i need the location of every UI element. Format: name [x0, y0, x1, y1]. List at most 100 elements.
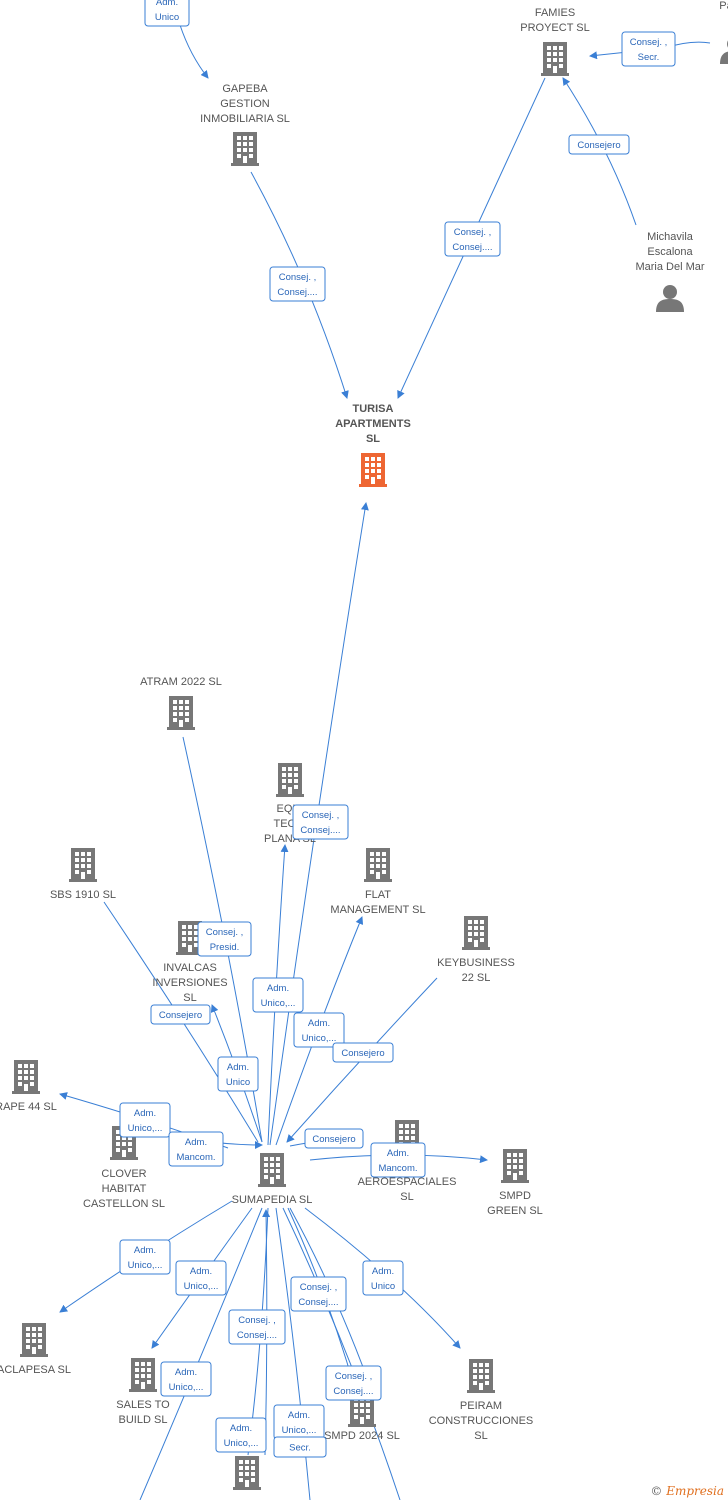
edge-label-text: Adm. — [185, 1137, 207, 1148]
edge-label-text: Adm. — [288, 1410, 310, 1421]
edge-label-e-gapeba-turisa[interactable]: Consej. ,Consej.... — [269, 266, 326, 302]
edge-label-text: Consejero — [159, 1010, 202, 1021]
edge-label-e-sum-rape[interactable]: Adm. Unico,... — [119, 1102, 171, 1138]
node-bottom[interactable] — [233, 1456, 261, 1490]
edge-label-e-sum-invalcas[interactable]: Consejero — [150, 1004, 211, 1025]
edge-label-box — [325, 1365, 382, 1401]
edge-label-text: Consej. , — [630, 37, 668, 48]
edge-label-text: Consej. , — [279, 272, 317, 283]
node-sbs[interactable]: SBS 1910 SL — [50, 848, 116, 901]
building-icon — [462, 916, 490, 950]
edge-label-e-mich-famies[interactable]: Consejero — [568, 134, 630, 155]
edge-label-box — [370, 1142, 426, 1178]
edge-label-e-sum-aclapesa[interactable]: Adm.Unico,... — [119, 1239, 171, 1275]
edge-label-text: Unico,... — [128, 1123, 163, 1134]
edge-label-text: Consejero — [312, 1134, 355, 1145]
edge-label-text: Unico,... — [128, 1260, 163, 1271]
edge-label-text: Consej.... — [237, 1330, 277, 1341]
edge-label-box — [568, 134, 630, 155]
building-icon — [501, 1149, 529, 1183]
edge-label-text: Unico,... — [302, 1033, 337, 1044]
edge-label-e-sum-smpd2024[interactable]: Consej. ,Consej.... — [290, 1276, 347, 1312]
node-sumapedia[interactable]: SUMAPEDIA SL — [232, 1153, 313, 1206]
edge-label-e-famies-turisa[interactable]: Consej. ,Consej.... — [444, 221, 501, 257]
edge-label-text: Adm. — [134, 1108, 156, 1119]
node-label: SMPD — [499, 1190, 531, 1202]
edge-label-e-mid-4[interactable]: Adm.Unico,... — [215, 1417, 267, 1453]
edge-label-e-aero-sum[interactable]: Consejero — [304, 1128, 364, 1149]
edge-label-e-mid-3[interactable]: Consej. ,Consej.... — [325, 1365, 382, 1401]
building-icon — [233, 1456, 261, 1490]
edge-label-e-sum-flat[interactable]: Adm.Unico,... — [293, 1012, 345, 1048]
node-atram[interactable]: ATRAM 2022 SL — [140, 676, 222, 730]
node-label: FLAT — [365, 889, 391, 901]
node-smpd2024[interactable]: SMPD 2024 SL — [324, 1393, 400, 1442]
edge-label-text: Consej. , — [335, 1371, 373, 1382]
edge-label-e-sum-sales[interactable]: Adm.Unico,... — [175, 1260, 227, 1296]
edge-label-text: Consejero — [577, 140, 620, 151]
edge-label-e-mid-1[interactable]: Consej. ,Consej.... — [228, 1309, 286, 1345]
building-icon — [12, 1060, 40, 1094]
edge-label-box — [119, 1239, 171, 1275]
node-label: Maria Del Mar — [635, 261, 704, 273]
brand-name: Empresia — [666, 1484, 724, 1498]
edge-label-e-mid-2[interactable]: Adm.Unico,... — [160, 1361, 212, 1397]
edge-label-e-sum-smpdgreen[interactable]: Adm.Mancom. — [370, 1142, 426, 1178]
edge-label-e-mid-6[interactable]: Secr. — [273, 1436, 327, 1458]
building-icon — [231, 132, 259, 166]
edge-label-text: Unico,... — [184, 1281, 219, 1292]
edge-label-e-sum-turisa[interactable]: Consej. ,Consej.... — [292, 804, 349, 840]
edge-label-e-sum-equi[interactable]: Adm.Unico,... — [252, 977, 304, 1013]
edge-label-text: Unico — [155, 12, 179, 23]
building-icon — [167, 696, 195, 730]
edge-label-e-sbs-sum[interactable]: Adm.Unico — [217, 1056, 259, 1092]
edge-label-e-atram-sum[interactable]: Consej. ,Presid. — [197, 921, 252, 957]
edge-label-text: Mancom. — [378, 1163, 417, 1174]
node-pa[interactable]: Pa — [719, 0, 728, 64]
edge-label-text: Adm. — [175, 1367, 197, 1378]
edge-label-e-key-sum[interactable]: Consejero — [332, 1042, 394, 1063]
edge-label-text: Secr. — [289, 1443, 311, 1454]
edge-label-e-pa-famies[interactable]: Consej. , Secr. — [621, 31, 676, 67]
node-label: GAPEBA — [222, 83, 268, 95]
node-label: APARTMENTS — [335, 418, 411, 430]
node-label: SUMAPEDIA SL — [232, 1194, 313, 1206]
node-aclapesa[interactable]: ACLAPESA SL — [0, 1323, 71, 1376]
edge-label-e-top-gapeba[interactable]: Adm.Unico — [144, 0, 190, 27]
edge-label-text: Mancom. — [176, 1152, 215, 1163]
edge-label-text: Consejero — [341, 1048, 384, 1059]
edge-line — [275, 1207, 311, 1500]
edge-label-e-mid-5[interactable]: Adm.Unico,... — [273, 1404, 325, 1440]
node-label: SL — [366, 433, 380, 445]
node-label: PROYECT SL — [520, 22, 590, 34]
building-icon — [467, 1359, 495, 1393]
node-label: Pa — [719, 0, 728, 12]
edge-label-e-clover-sum[interactable]: Adm. Mancom. — [168, 1131, 224, 1167]
edge-label-box — [168, 1131, 224, 1167]
edge-label-text: Secr. — [638, 52, 660, 63]
edge-label-box — [228, 1309, 286, 1345]
building-icon — [359, 453, 387, 487]
node-rape[interactable]: RAPE 44 SL — [0, 1060, 57, 1113]
edge-label-text: Adm. — [267, 983, 289, 994]
edge-label-e-sum-peiram[interactable]: Adm.Unico — [362, 1260, 404, 1296]
building-icon — [129, 1358, 157, 1392]
edge-label-box — [444, 221, 501, 257]
edge-label-text: Consej. , — [454, 227, 492, 238]
edge-label-box — [362, 1260, 404, 1296]
node-label: SBS 1910 SL — [50, 889, 116, 901]
edge-label-box — [197, 921, 252, 957]
